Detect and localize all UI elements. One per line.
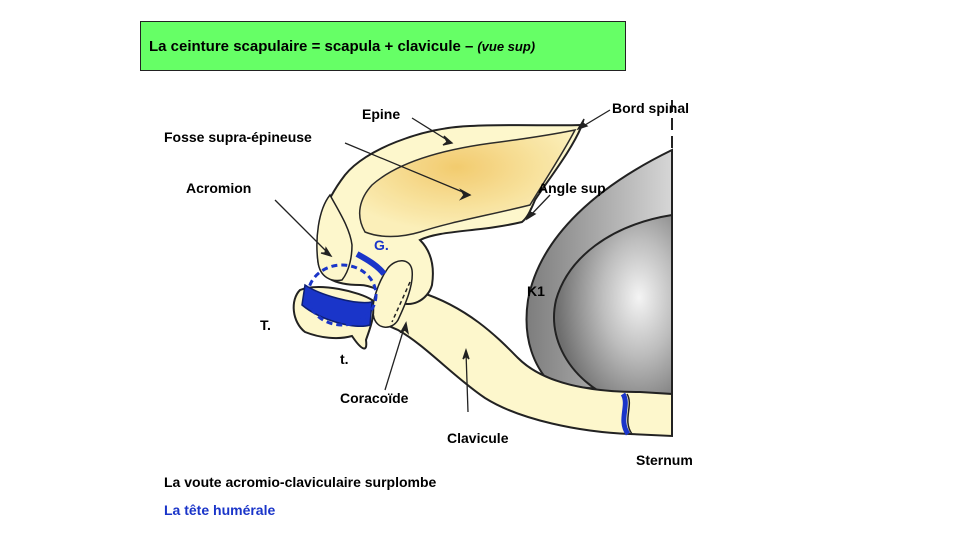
humeral-head-band <box>301 283 373 327</box>
title-box: La ceinture scapulaire = scapula + clavi… <box>140 21 626 71</box>
label-bord-spinal: Bord spinal <box>612 100 690 116</box>
slide-subtitle: (vue sup) <box>477 38 536 54</box>
arrow-acromion <box>274 199 331 256</box>
pointer-arrows <box>274 109 611 413</box>
label-clavicule: Clavicule <box>447 430 509 446</box>
arrow-coracoide <box>384 324 406 391</box>
label-small-tubercle: t. <box>340 351 349 367</box>
note-tete-humerale: La tête humérale <box>164 502 276 518</box>
label-acromion: Acromion <box>186 180 252 196</box>
acromion-shape <box>316 193 353 282</box>
label-coracoide: Coracoïde <box>340 390 409 406</box>
note-voute: La voute acromio-claviculaire surplombe <box>164 474 437 490</box>
glenoid-cavity <box>355 251 387 276</box>
label-k1: K1 <box>527 283 545 299</box>
arrow-clavicule <box>465 351 469 413</box>
supraspinous-fossa <box>358 128 577 238</box>
label-glene: G. <box>374 237 389 253</box>
label-epine: Epine <box>362 106 401 122</box>
slide-title: La ceinture scapulaire = scapula + clavi… <box>149 37 474 55</box>
label-fosse-supra-epineuse: Fosse supra-épineuse <box>164 129 312 145</box>
coracoid-dashed-line <box>391 281 411 323</box>
arrow-fosse <box>344 142 471 196</box>
sternoclavicular-joint <box>620 392 633 436</box>
label-big-tubercle: T. <box>260 317 271 333</box>
humeral-head-outline <box>306 263 378 327</box>
thorax-shape <box>525 148 673 400</box>
label-angle-sup: Angle sup <box>538 180 606 196</box>
label-sternum: Sternum <box>636 452 693 468</box>
